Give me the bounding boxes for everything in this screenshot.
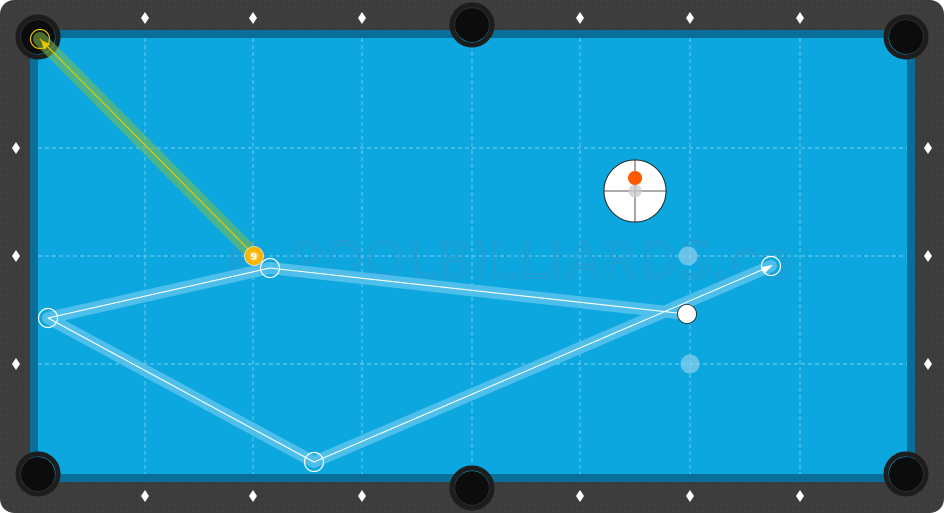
tip-center-marker [628,184,642,198]
diamond-bottom-1 [249,490,257,502]
ghost-ball-rail-1 [37,307,59,329]
object-ball-path [33,32,262,263]
diamond-bottom-0 [141,490,149,502]
object-ball-9[interactable]: 9 [244,246,264,266]
pocket-bottom-left [21,457,55,491]
diamond-left-0 [12,142,20,154]
diamond-right-2 [924,358,932,370]
faded-ball-marker-lower [680,354,700,374]
ghost-ball-contact [259,257,281,279]
diamond-top-1 [249,12,257,24]
diamond-grid [38,38,907,474]
diamond-top-5 [796,12,804,24]
diamond-right-1 [924,250,932,262]
diamond-bottom-4 [686,490,694,502]
cue-ball[interactable] [677,304,697,324]
watermark-text: © POOLBILLIARDS.co [222,232,793,290]
pocket-bottom-right [889,457,923,491]
pocket-top-right [889,20,923,54]
ghost-ball-final [760,255,782,277]
path-end-arrow [761,265,773,273]
diamond-top-0 [141,12,149,24]
diamond-left-1 [12,250,20,262]
pockets [21,8,923,505]
cue-tip-indicator[interactable] [603,159,667,223]
rail-diamonds [12,12,932,502]
pocket-bottom-middle [455,471,489,505]
diamond-bottom-5 [796,490,804,502]
diamond-bottom-2 [358,490,366,502]
pocket-target-ring [29,28,51,50]
tip-contact-point [628,171,642,185]
pocket-top-middle [455,8,489,42]
diamond-left-2 [12,358,20,370]
ghost-balls [37,255,782,473]
cue-ball-path [42,260,777,468]
diamond-top-4 [686,12,694,24]
diamond-bottom-3 [576,490,584,502]
faded-ball-marker-upper [678,246,698,266]
ball-number-label: 9 [251,253,257,263]
diamond-top-3 [576,12,584,24]
ghost-ball-rail-2 [303,451,325,473]
diamond-right-0 [924,142,932,154]
diamond-top-2 [358,12,366,24]
